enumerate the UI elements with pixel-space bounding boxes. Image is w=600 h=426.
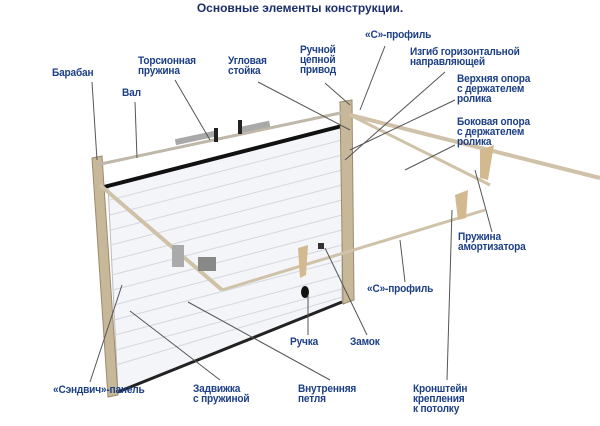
right-post	[339, 99, 355, 305]
lock-shape	[318, 243, 324, 249]
label-ceiling-bracket: Кронштейн крепления к потолку	[413, 383, 468, 415]
label-chain-drive: Ручной цепной привод	[300, 44, 336, 76]
label-shaft: Вал	[122, 87, 141, 99]
label-shock-spring: Пружина амортизатора	[458, 231, 526, 253]
leader-lines	[89, 45, 493, 383]
handle-grip	[301, 286, 309, 298]
bottom-seal	[117, 300, 343, 394]
torsion-spring-shape	[174, 130, 216, 146]
hinge-shape	[298, 245, 308, 278]
label-track-bend: Изгиб горизонтальной направляющей	[410, 46, 520, 68]
label-spring-latch: Задвижка с пружиной	[193, 383, 250, 405]
label-sandwich-panel: «Сэндвич»-панель	[53, 384, 145, 396]
label-side-support: Боковая опора с держателем ролика	[457, 116, 530, 148]
label-c-profile-top: «С»-профиль	[365, 29, 432, 41]
torsion-shaft	[95, 110, 346, 167]
label-corner-post: Угловая стойка	[228, 55, 267, 77]
left-post	[91, 155, 119, 398]
label-lock: Замок	[350, 336, 380, 348]
label-top-support: Верхняя опора с держателем ролика	[457, 73, 531, 105]
label-c-profile-bottom: «С»-профиль	[367, 283, 434, 295]
bottom-rail	[221, 208, 486, 292]
left-horizontal-rail	[98, 183, 224, 292]
top-rail	[349, 113, 600, 180]
top-seal	[99, 124, 343, 190]
handle-shape	[198, 257, 216, 271]
label-handle: Ручка	[290, 336, 319, 348]
label-torsion-spring: Торсионная пружина	[138, 55, 196, 77]
panel-grooves	[109, 139, 343, 366]
bracket-left	[172, 245, 184, 267]
diagram-title: Основные элементы конструкции.	[196, 1, 404, 15]
label-drum: Барабан	[52, 67, 94, 79]
ceiling-bracket-shape	[480, 145, 494, 180]
label-inner-hinge: Внутренняя петля	[298, 383, 357, 405]
